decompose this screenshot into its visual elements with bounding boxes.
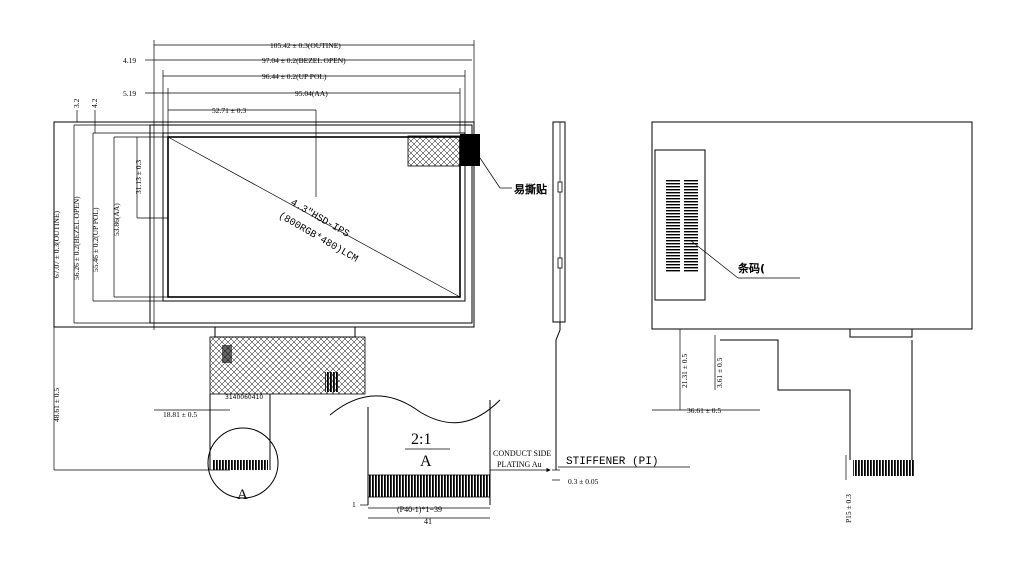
dim-top-1: 3.2 xyxy=(72,98,81,108)
side-view: STIFFENER (PI) 0.3 ± 0.05 xyxy=(552,121,690,486)
detail-label: A xyxy=(420,453,432,470)
easy-tear-tab-solid xyxy=(460,134,480,166)
detail-a-circle xyxy=(207,427,279,499)
side-profile xyxy=(552,121,566,323)
stiffener-label: STIFFENER (PI) xyxy=(566,456,658,468)
detail-contact-pads xyxy=(367,474,491,498)
bezel-opening xyxy=(149,124,473,324)
dim-center: 52.71 ± 0.3 xyxy=(212,106,246,115)
back-outline xyxy=(651,121,973,330)
dim-fpc-offset: 18.81 ± 0.5 xyxy=(163,410,197,419)
dim-polarizer-height: 55.46 ± 0.2(UP POL) xyxy=(91,207,100,272)
detail-width: 41 xyxy=(424,517,432,526)
dim-top-2: 4.2 xyxy=(90,98,99,108)
dim-active-height: 53.86(AA) xyxy=(112,203,121,236)
dim-back-36: 36.61 ± 0.5 xyxy=(687,406,721,415)
dim-active-width: 95.04(AA) xyxy=(295,89,328,98)
active-area xyxy=(167,136,461,298)
dim-back-p15: P15 ± 0.3 xyxy=(844,494,853,523)
detail-a-circle-label: A xyxy=(237,487,248,503)
dim-outline-height: 67.07 ± 0.3(OUTINE) xyxy=(52,210,61,278)
side-thickness: 0.3 ± 0.05 xyxy=(568,477,599,486)
dim-polarizer-width: 96.44 ± 0.2(UP POL) xyxy=(262,72,327,81)
fpc-neck xyxy=(214,327,356,338)
dim-fpc-length: 48.61 ± 0.5 xyxy=(52,388,61,422)
dim-left-2: 5.19 xyxy=(123,89,136,98)
dim-back-3: 3.61 ± 0.5 xyxy=(715,357,724,388)
back-fpc xyxy=(720,339,913,460)
detail-scale: 2:1 xyxy=(411,431,431,448)
front-view: 易撕贴 4.3"HSD-IPS (800RGB*480)LCM 105.42 ±… xyxy=(52,40,547,503)
dim-vertical-center: 31.13 ± 0.3 xyxy=(134,160,143,194)
barcode-label-area xyxy=(654,149,706,301)
barcode-stripes xyxy=(666,180,680,272)
dim-bezel-width: 97.04 ± 0.2(BEZEL OPEN) xyxy=(262,56,346,65)
easy-tear-label: 易撕贴 xyxy=(514,182,547,196)
detail-a-view: 2:1 A CONDUCT SIDE PLATING Au 1 (P40-1)*… xyxy=(329,395,551,526)
fpc-code: 3140060410 xyxy=(225,394,263,401)
polarizer-outline xyxy=(162,132,466,302)
dim-bezel-height: 56.26 ± 0.2(BEZEL OPEN) xyxy=(72,196,81,280)
fpc-hatched-area xyxy=(209,336,366,395)
back-fpc-contacts xyxy=(853,460,915,476)
detail-pitch: (P40-1)*1=39 xyxy=(397,505,442,514)
detail-one: 1 xyxy=(352,500,356,509)
conduct-side-label: CONDUCT SIDE xyxy=(493,449,551,458)
plating-label: PLATING Au xyxy=(497,460,542,469)
diagonal-line xyxy=(167,136,461,298)
dim-outline-width: 105.42 ± 0.3(OUTINE) xyxy=(270,41,341,50)
back-view: 条码( 21.31 ± 0.5 3.61 ± 0.5 36.61 ± 0.5 P… xyxy=(651,121,973,523)
dim-back-21: 21.31 ± 0.5 xyxy=(680,354,689,388)
easy-tear-tab-hatched xyxy=(407,135,461,167)
barcode-label: 条码( xyxy=(737,261,765,275)
dim-left-1: 4.19 xyxy=(123,56,136,65)
